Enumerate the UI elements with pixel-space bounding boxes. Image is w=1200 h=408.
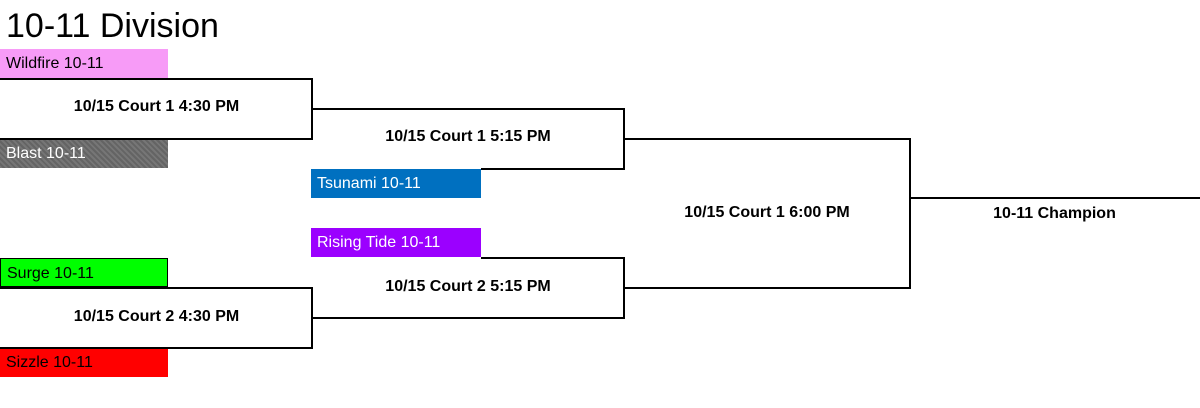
bracket-line xyxy=(623,287,911,289)
bracket-line xyxy=(481,257,625,259)
division-title: 10-11 Division xyxy=(6,7,219,45)
game-r1-bottom: 10/15 Court 2 4:30 PM xyxy=(73,308,240,325)
game-final: 10/15 Court 1 6:00 PM xyxy=(684,204,850,221)
team-blast: Blast 10-11 xyxy=(0,139,168,168)
bracket-line xyxy=(623,138,911,140)
champion-label: 10-11 Champion xyxy=(993,205,1116,222)
game-r2-top: 10/15 Court 1 5:15 PM xyxy=(385,128,551,145)
team-surge: Surge 10-11 xyxy=(0,258,168,287)
game-r2-bottom: 10/15 Court 2 5:15 PM xyxy=(385,278,551,295)
team-sizzle: Sizzle 10-11 xyxy=(0,348,168,377)
team-rising-tide: Rising Tide 10-11 xyxy=(311,228,481,257)
game-r1-top: 10/15 Court 1 4:30 PM xyxy=(73,98,240,115)
bracket-line xyxy=(0,138,313,140)
bracket-line xyxy=(0,287,313,289)
bracket-line xyxy=(311,108,625,110)
bracket-line xyxy=(0,347,313,349)
bracket-line xyxy=(481,168,625,170)
team-wildfire: Wildfire 10-11 xyxy=(0,49,168,78)
bracket-line xyxy=(909,138,911,289)
bracket-line xyxy=(909,197,1200,199)
bracket-line xyxy=(0,78,313,80)
team-tsunami: Tsunami 10-11 xyxy=(311,169,481,198)
bracket-line xyxy=(311,317,625,319)
